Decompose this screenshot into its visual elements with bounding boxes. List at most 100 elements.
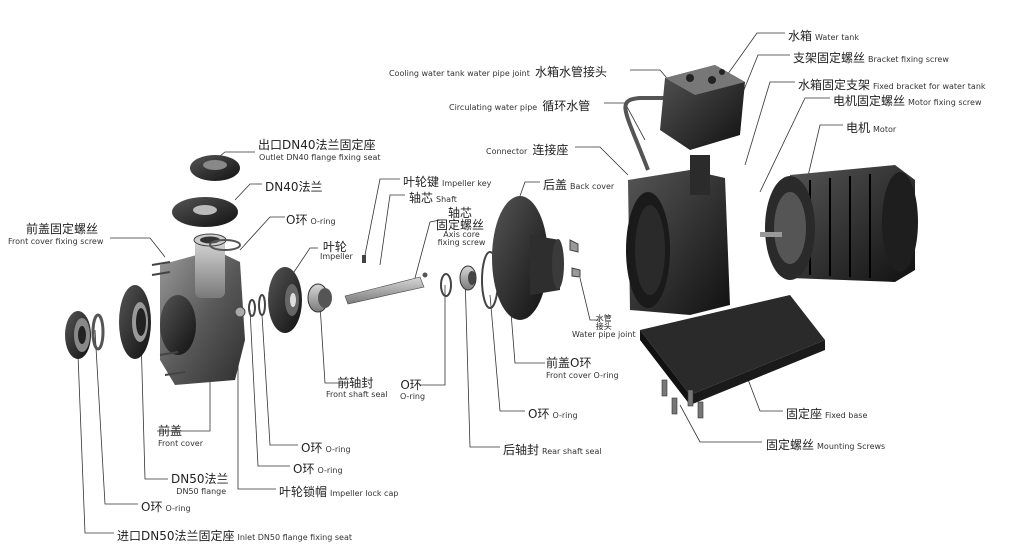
mounting-screws-part — [661, 379, 704, 419]
label-zh: 连接座 — [532, 143, 569, 157]
label-en: Circulating water pipe — [449, 103, 538, 112]
label-zh: DN40法兰 — [265, 180, 323, 194]
label-en: O-ring — [310, 217, 336, 226]
impeller-part — [268, 267, 302, 333]
label-zh: 固定座 — [786, 407, 823, 421]
label-zh: 电机 — [846, 121, 871, 135]
label-zh: O环 — [528, 407, 550, 421]
label-en: Cooling water tank water pipe joint — [389, 69, 530, 78]
label-en: Front cover fixing screw — [8, 237, 104, 246]
outlet-flange-seat-part — [190, 155, 240, 181]
label-en: Impeller key — [442, 179, 492, 188]
shaft-part — [344, 255, 428, 305]
label-en: Connector — [486, 147, 528, 156]
label-dn40-flange: DN40法兰 — [265, 178, 326, 194]
circulating-pipe-part — [623, 96, 680, 171]
label-en: Front cover O-ring — [546, 371, 619, 380]
label-zh: 水箱固定支架 — [798, 78, 871, 92]
label-en: Motor — [873, 125, 897, 134]
label-en: Rear shaft seal — [542, 447, 602, 456]
oring-part-top — [209, 239, 241, 251]
label-en: Water tank — [815, 33, 859, 42]
label-zh: O环 — [400, 378, 422, 392]
inlet-flange-seat-part — [65, 311, 91, 359]
label-zh: 前盖 — [158, 424, 183, 438]
back-cover-part — [492, 196, 564, 320]
water-pipe-joint-part — [569, 239, 581, 278]
label-connector: Connector 连接座 — [486, 141, 571, 157]
label-zh: 水箱水管接头 — [534, 65, 607, 79]
impeller-key-part — [362, 255, 366, 263]
label-en: Front cover — [158, 439, 204, 448]
oring-part-1 — [91, 313, 105, 351]
label-en: Mounting Screws — [817, 442, 886, 451]
label-en: Fixed bracket for water tank — [873, 82, 986, 91]
label-zh: 出口DN40法兰固定座 — [258, 138, 376, 152]
label-zh: 循环水管 — [542, 99, 591, 113]
label-zh: 电机固定螺丝 — [833, 94, 906, 108]
label-zh: 叶轮锁帽 — [279, 485, 328, 499]
label-zh: O环 — [286, 213, 308, 227]
label-en: Axis core fixing screw — [437, 230, 486, 247]
label-en: Back cover — [570, 182, 615, 191]
label-en: Bracket fixing screw — [868, 55, 949, 64]
label-zh: 固定螺丝 — [766, 438, 815, 452]
label-en: Fixed base — [825, 411, 868, 420]
label-zh: 叶轮 — [322, 240, 347, 254]
rear-shaft-seal-part — [459, 265, 477, 291]
label-circulating-pipe: Circulating water pipe 循环水管 — [449, 97, 593, 113]
dn50-flange-part — [119, 285, 151, 359]
label-en: O-ring — [552, 411, 578, 420]
label-zh: O环 — [293, 462, 315, 476]
axis-core-screw-part — [422, 272, 428, 278]
label-zh: 前盖固定螺丝 — [26, 222, 99, 236]
label-en: Front shaft seal — [326, 390, 388, 399]
label-zh: 后盖 — [543, 178, 568, 192]
label-zh: 轴芯 固定螺丝 — [436, 206, 485, 232]
label-zh: 后轴封 — [503, 443, 540, 457]
dn40-flange-part — [172, 197, 238, 227]
label-en: Water pipe joint — [572, 330, 636, 339]
label-en: Outlet DN40 flange fixing seat — [259, 153, 381, 162]
label-en: Motor fixing screw — [908, 98, 982, 107]
label-zh: O环 — [301, 441, 323, 455]
label-en: Shaft — [436, 195, 457, 204]
water-tank-part — [660, 65, 745, 150]
label-en: Inlet DN50 flange fixing seat — [237, 533, 353, 542]
connector-part — [626, 155, 730, 315]
label-en: Impeller lock cap — [330, 489, 399, 498]
label-zh: 前轴封 — [337, 376, 374, 390]
oring-part-4 — [440, 273, 452, 297]
label-zh: 水箱 — [788, 29, 813, 43]
label-en: Impeller — [320, 252, 353, 261]
front-cover-part — [151, 233, 245, 385]
label-en: DN50 flange — [176, 487, 227, 496]
label-zh: DN50法兰 — [171, 472, 229, 486]
label-zh: 叶轮键 — [403, 175, 440, 189]
impeller-lock-cap-part — [234, 306, 246, 318]
label-zh: 进口DN50法兰固定座 — [117, 529, 235, 543]
